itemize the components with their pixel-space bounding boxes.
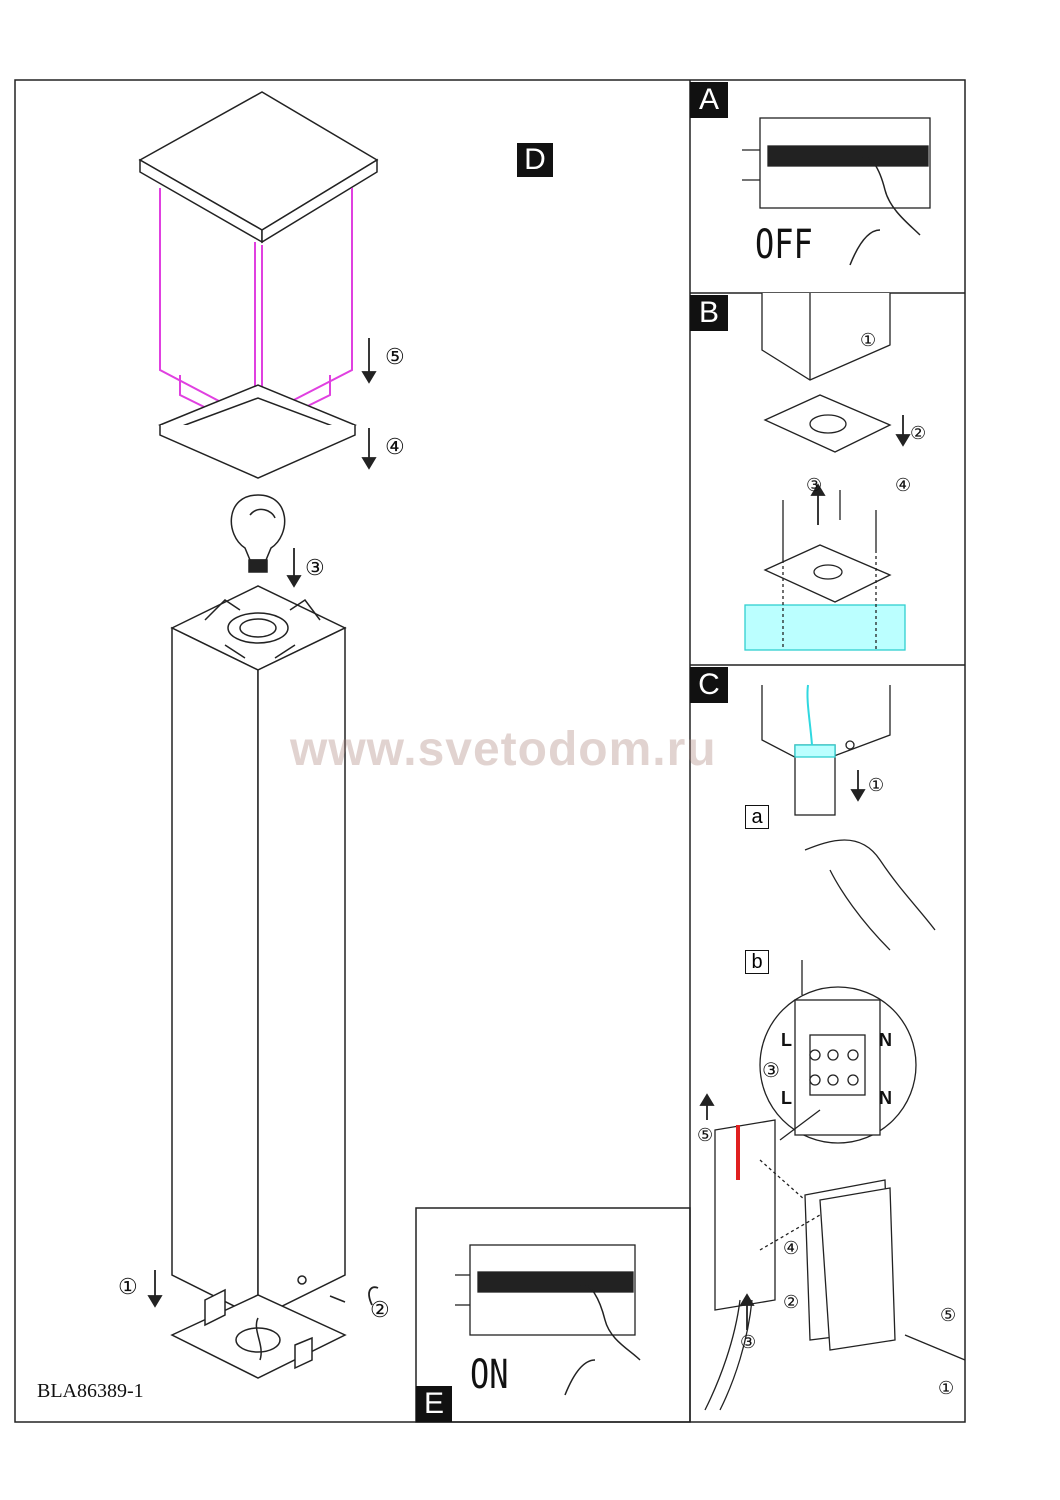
neutral-label-top: N — [879, 1030, 892, 1050]
c-step-1-screw: ① — [938, 1378, 955, 1399]
step-1: ① — [118, 1275, 138, 1300]
step-2: ② — [370, 1298, 390, 1323]
step-5: ⑤ — [385, 345, 405, 370]
step-4: ④ — [385, 435, 405, 460]
hand-e — [564, 1283, 641, 1396]
lamp-cap — [138, 91, 379, 244]
live-label-bottom: L — [781, 1088, 792, 1108]
c-step-3-detail: ③ — [762, 1058, 780, 1082]
c-step-5-screw: ⑤ — [940, 1305, 957, 1326]
c-step-3: ③ — [740, 1332, 757, 1353]
b-step-3: ③ — [806, 475, 823, 496]
junction-box-drawing — [704, 960, 966, 1411]
panel-label-d: D — [517, 143, 553, 177]
step-3: ③ — [305, 556, 325, 581]
step-arrows — [147, 338, 379, 1308]
c-step-5-cable: ⑤ — [697, 1125, 714, 1146]
panel-label-c: C — [690, 667, 728, 703]
sub-label-b: b — [745, 950, 769, 974]
c-step-1: ① — [868, 775, 885, 796]
panel-label-a: A — [690, 82, 728, 118]
b-step-4: ④ — [895, 475, 912, 496]
b-step-2: ② — [910, 423, 927, 444]
live-label-top: L — [781, 1030, 792, 1050]
model-code: BLA86389-1 — [37, 1380, 144, 1402]
breaker-panel-a — [742, 117, 931, 209]
watermark: www.svetodom.ru — [290, 723, 717, 776]
c-step-2: ② — [783, 1292, 800, 1313]
panel-label-b: B — [690, 295, 728, 331]
hand-a — [849, 156, 921, 266]
on-label: ON — [470, 1352, 509, 1398]
panel-label-e: E — [416, 1386, 452, 1422]
gasket-frame — [158, 384, 357, 479]
lamp-post — [170, 585, 347, 1379]
b-step-1: ① — [860, 330, 877, 351]
light-bulb — [230, 494, 286, 573]
panel-c-a-drawing — [761, 684, 936, 951]
breaker-panel-e — [455, 1244, 636, 1336]
c-step-4: ④ — [783, 1238, 800, 1259]
neutral-label-bottom: N — [879, 1088, 892, 1108]
sub-label-a: a — [745, 805, 769, 829]
panel-b-drawing — [744, 293, 906, 651]
off-label: OFF — [755, 222, 813, 268]
